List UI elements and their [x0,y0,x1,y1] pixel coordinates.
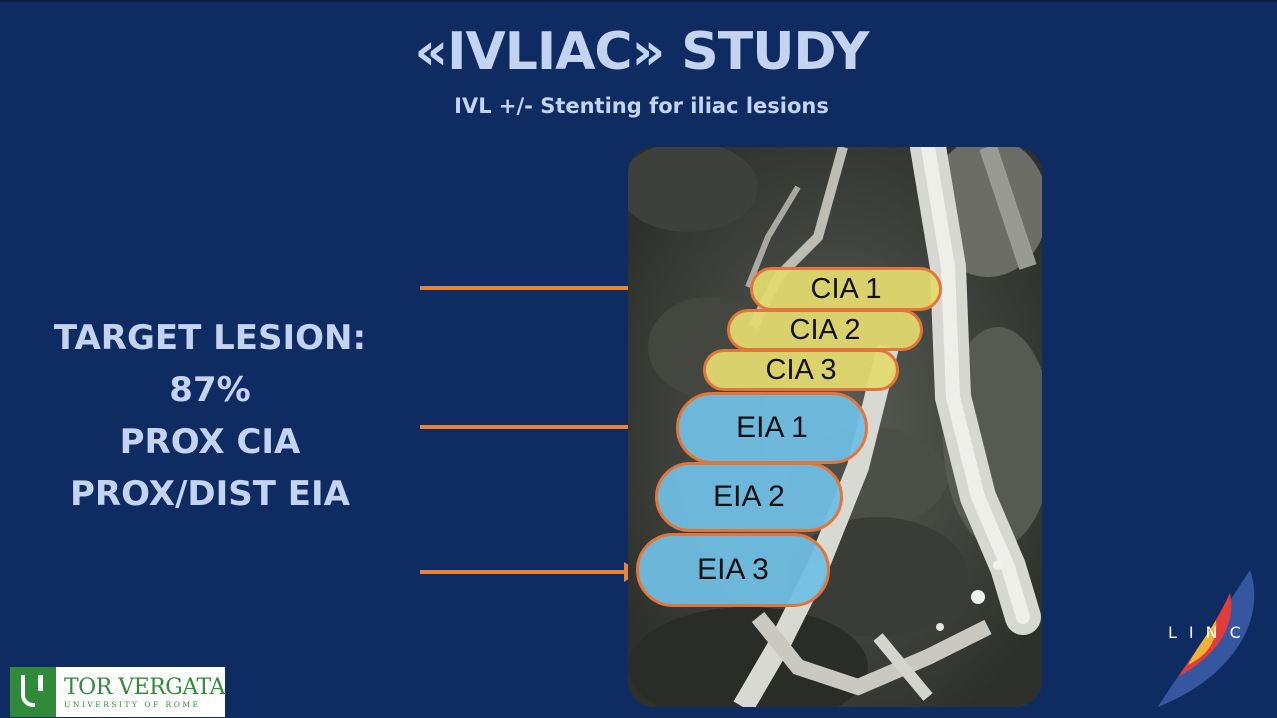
arrow-to-eia-1 [420,417,668,437]
tor-vergata-logo: TOR VERGATA UNIVERSITY OF ROME [10,667,225,717]
linc-swoosh-icon [1158,570,1255,707]
segment-eia-1-label: EIA 1 [736,411,808,444]
segment-eia-1: EIA 1 [676,392,868,464]
segment-eia-3-label: EIA 3 [697,553,769,586]
segment-cia-2-label: CIA 2 [789,313,861,346]
ct-angiography-image: CIA 1 CIA 2 CIA 3 EIA 1 EIA 2 EIA 3 [628,147,1042,707]
top-rule [0,0,1277,2]
tor-vergata-subtitle: UNIVERSITY OF ROME [64,699,201,709]
segment-eia-3: EIA 3 [636,533,830,607]
linc-letters: LINC [1168,623,1253,642]
target-lesion-prox-cia: PROX CIA [119,422,301,462]
segment-cia-1: CIA 1 [750,267,942,311]
target-lesion-percent: 87% [169,370,251,410]
segment-cia-3: CIA 3 [703,349,899,391]
segment-cia-3-label: CIA 3 [765,353,837,386]
tor-vergata-name: TOR VERGATA [64,674,225,700]
arrow-to-eia-3 [420,562,640,582]
segment-cia-1-label: CIA 1 [810,272,882,305]
slide-title: «IVLIAC» STUDY [414,22,870,82]
slide-subtitle: IVL +/- Stenting for iliac lesions [454,94,829,118]
linc-logo: LINC [1138,565,1263,715]
tor-vergata-emblem-icon [10,667,56,717]
segment-cia-2: CIA 2 [727,309,923,351]
target-lesion-block: TARGET LESION: 87% PROX CIA PROX/DIST EI… [40,312,380,520]
target-lesion-heading: TARGET LESION: [53,318,367,358]
segment-eia-2-label: EIA 2 [713,480,785,513]
segment-eia-2: EIA 2 [655,462,843,532]
target-lesion-prox-dist-eia: PROX/DIST EIA [69,474,350,514]
